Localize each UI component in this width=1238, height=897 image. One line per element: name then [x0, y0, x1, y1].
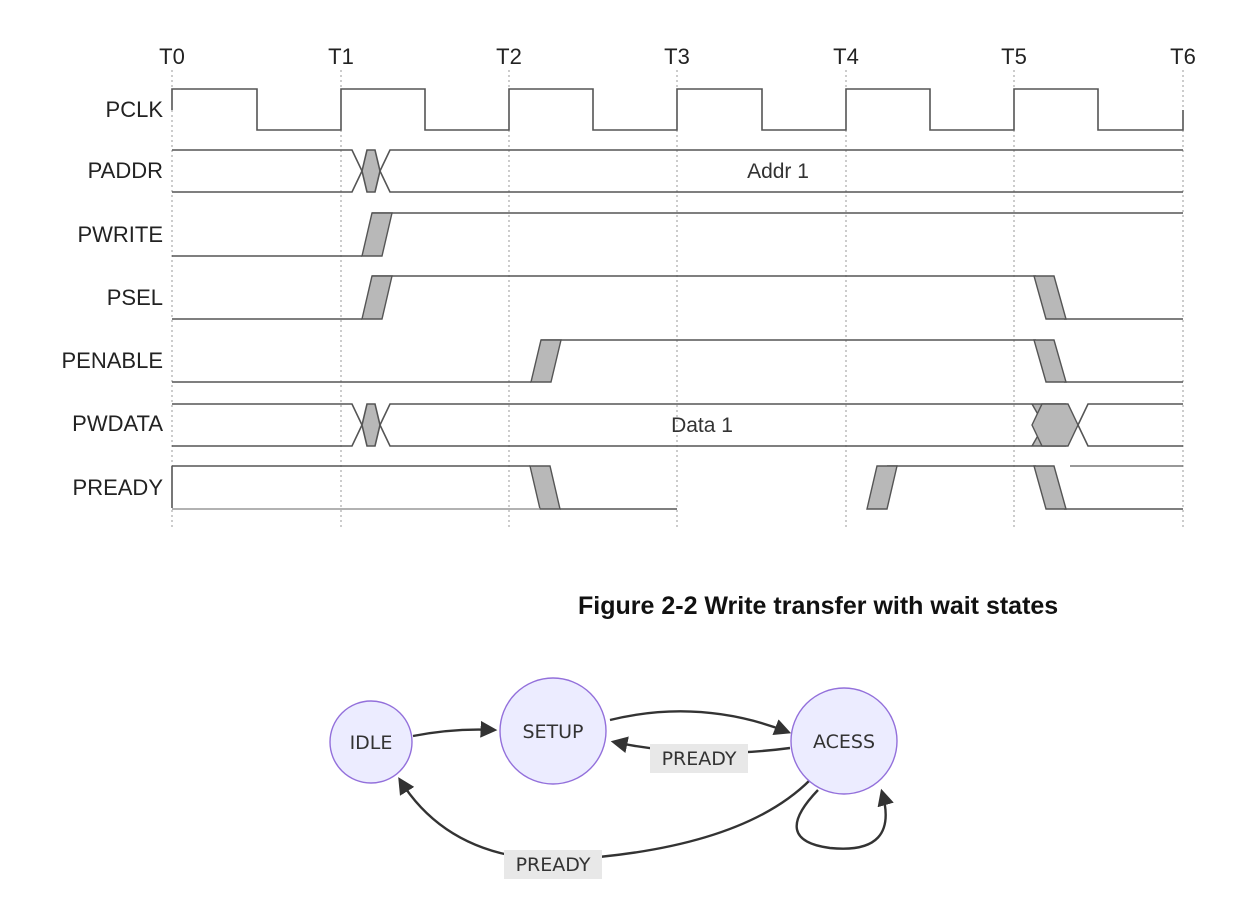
- state-idle-label: IDLE: [350, 732, 393, 754]
- paddr-waveform: Addr 1: [172, 149, 1183, 193]
- time-label-t1: T1: [328, 44, 354, 69]
- figure-caption: Figure 2-2 Write transfer with wait stat…: [578, 592, 1059, 620]
- edge-label-access-to-setup: PREADY: [662, 748, 737, 770]
- signal-label-psel: PSEL: [107, 285, 163, 310]
- signal-label-penable: PENABLE: [62, 348, 164, 373]
- signal-label-pwrite: PWRITE: [77, 222, 163, 247]
- edge-label-bg-access-to-idle: [504, 850, 602, 879]
- state-access[interactable]: ACESS: [790, 687, 898, 795]
- time-label-t3: T3: [664, 44, 690, 69]
- signal-label-pready: PREADY: [73, 475, 164, 500]
- pclk-waveform: [171, 88, 1184, 131]
- paddr-value: Addr 1: [747, 160, 809, 183]
- penable-waveform: [172, 339, 1183, 383]
- signal-label-pwdata: PWDATA: [72, 411, 163, 436]
- time-label-t0: T0: [159, 44, 185, 69]
- pwdata-waveform: Data 1: [172, 403, 1183, 447]
- edge-access-to-idle: [398, 777, 811, 862]
- edge-label-bg-access-to-setup: [650, 744, 748, 773]
- timing-diagram: T0 T1 T2 T3 T4 T5 T6 PCLK PADDR PWRITE P…: [62, 44, 1196, 530]
- state-idle[interactable]: IDLE: [329, 700, 413, 784]
- edge-setup-to-access: [609, 710, 792, 735]
- edge-label-access-to-idle: PREADY: [516, 854, 591, 876]
- edge-idle-to-setup: [412, 720, 498, 738]
- time-guides: [171, 70, 1184, 530]
- state-setup-label: SETUP: [522, 721, 583, 743]
- state-setup[interactable]: SETUP: [499, 677, 607, 785]
- state-access-label: ACESS: [813, 731, 875, 753]
- edge-access-to-setup: [610, 736, 791, 754]
- time-axis: T0 T1 T2 T3 T4 T5 T6: [159, 44, 1196, 69]
- signal-labels: PCLK PADDR PWRITE PSEL PENABLE PWDATA PR…: [62, 97, 164, 500]
- time-label-t4: T4: [833, 44, 859, 69]
- edge-access-self-loop: [795, 788, 894, 850]
- signal-label-paddr: PADDR: [88, 158, 163, 183]
- time-label-t5: T5: [1001, 44, 1027, 69]
- pready-waveform: [171, 465, 1183, 510]
- pwrite-waveform: [172, 212, 1183, 257]
- psel-waveform: [172, 275, 1183, 320]
- pwdata-value: Data 1: [671, 414, 733, 437]
- time-label-t2: T2: [496, 44, 522, 69]
- time-label-t6: T6: [1170, 44, 1196, 69]
- signal-label-pclk: PCLK: [106, 97, 164, 122]
